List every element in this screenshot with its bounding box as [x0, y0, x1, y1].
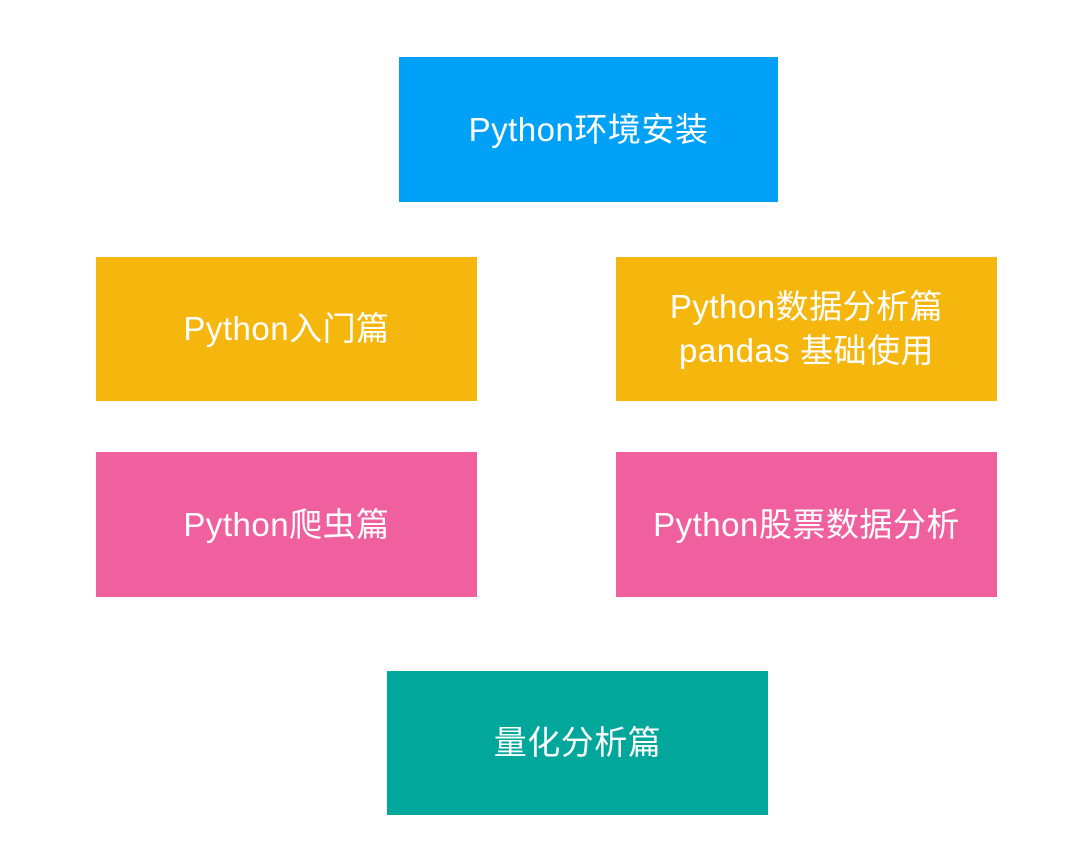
- node-label: Python环境安装: [468, 110, 709, 148]
- node-label: Python股票数据分析: [653, 505, 960, 543]
- node-label: Python入门篇: [183, 310, 390, 347]
- node-label: Python爬虫篇: [183, 505, 390, 543]
- node-quant-analysis: 量化分析篇: [387, 671, 768, 815]
- node-label-line-2: pandas 基础使用: [679, 332, 934, 369]
- node-python-data-analysis: Python数据分析篇 pandas 基础使用: [616, 257, 997, 401]
- node-python-env-setup: Python环境安装: [399, 57, 778, 202]
- node-label-line-1: Python数据分析篇: [669, 288, 944, 325]
- node-label: 量化分析篇: [493, 724, 662, 761]
- node-python-intro: Python入门篇: [96, 257, 477, 401]
- node-python-crawler: Python爬虫篇: [96, 452, 477, 597]
- node-python-stock-analysis: Python股票数据分析: [616, 452, 997, 597]
